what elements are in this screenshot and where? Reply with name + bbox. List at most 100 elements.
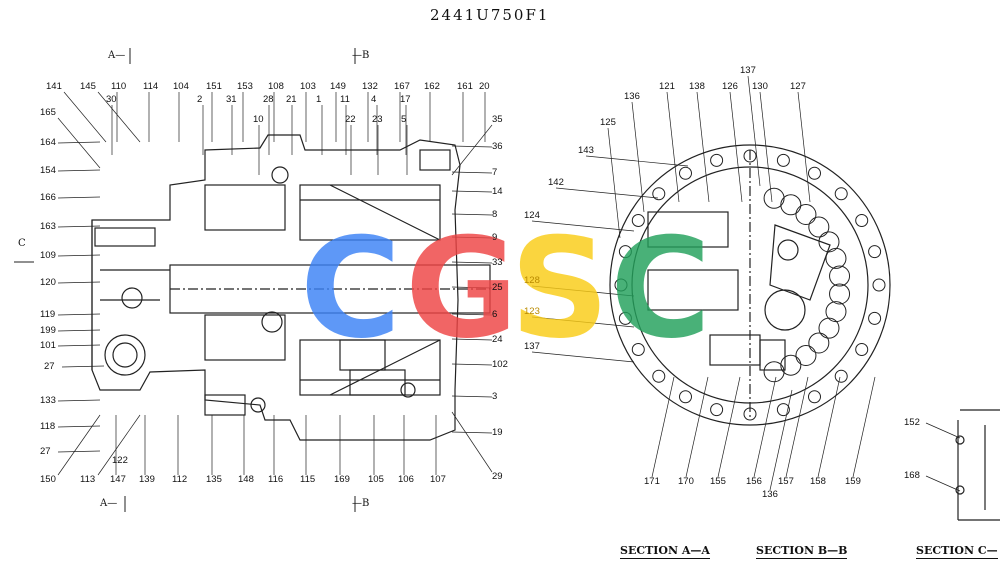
leader-line <box>797 91 811 203</box>
bolt-hole <box>868 311 882 325</box>
leader-line <box>57 281 101 284</box>
section-label: SECTION A—A <box>620 544 710 559</box>
leader-line <box>817 376 841 478</box>
part-number-label: 106 <box>398 474 414 485</box>
leader-line <box>57 169 101 172</box>
leader-line <box>925 422 961 439</box>
part-number-label: 35 <box>492 114 503 125</box>
part-number-label: 130 <box>752 81 768 92</box>
leader-line <box>57 450 101 453</box>
part-number-label: 115 <box>300 474 316 485</box>
leader-line <box>451 431 493 434</box>
bolt-hole <box>679 166 692 180</box>
bolt-hole <box>710 153 724 167</box>
bolt-hole <box>743 407 757 421</box>
leader-line <box>753 376 777 478</box>
leader-line <box>451 395 493 398</box>
part-number-label: 10 <box>253 114 264 125</box>
part-number-label: 110 <box>111 81 127 92</box>
part-number-label: 31 <box>226 94 237 105</box>
part-number-label: 102 <box>492 359 508 370</box>
cut-marker: —B <box>352 498 370 509</box>
part-number-label: 138 <box>689 81 705 92</box>
leader-line <box>651 376 675 478</box>
part-number-label: 145 <box>80 81 96 92</box>
part-number-label: 11 <box>340 94 350 105</box>
part-number-label: 3 <box>492 391 498 402</box>
leader-line <box>451 145 493 148</box>
part-number-label: 14 <box>492 186 503 197</box>
bolt-hole <box>776 153 790 167</box>
part-number-label: 137 <box>524 341 540 352</box>
watermark-letter: S <box>510 208 610 369</box>
part-number-label: 136 <box>762 489 778 500</box>
watermark-letter: C <box>300 208 402 369</box>
leader-line <box>97 414 141 476</box>
leader-line <box>531 351 635 363</box>
part-number-label: 7 <box>492 167 498 178</box>
part-number-label: 22 <box>345 114 356 125</box>
roller <box>763 187 785 209</box>
bolt-hole <box>618 311 632 325</box>
part-number-label: 109 <box>40 250 56 261</box>
leader-line <box>747 75 761 187</box>
part-number-label: 119 <box>40 309 56 320</box>
bolt-hole <box>834 369 848 383</box>
leader-line <box>451 124 493 176</box>
leader-line <box>57 196 101 199</box>
bolt-hole <box>868 245 882 259</box>
part-number-label: 19 <box>492 427 503 438</box>
part-number-label: 123 <box>524 306 540 317</box>
roller <box>818 317 840 339</box>
bolt-hole <box>679 390 692 404</box>
leader-line <box>451 338 493 341</box>
part-number-label: 108 <box>268 81 284 92</box>
roller <box>808 216 830 238</box>
part-number-label: 150 <box>40 474 56 485</box>
leader-line <box>451 190 493 193</box>
part-number-label: 170 <box>678 476 694 487</box>
leader-line <box>63 91 107 143</box>
part-number-label: 118 <box>40 421 56 432</box>
part-number-label: 153 <box>237 81 253 92</box>
part-number-label: 162 <box>424 81 440 92</box>
leader-line <box>97 91 141 143</box>
bolt-hole <box>776 403 790 417</box>
part-number-label: 166 <box>40 192 56 203</box>
leader-line <box>61 365 105 368</box>
leader-line <box>57 329 101 332</box>
part-number-label: 104 <box>173 81 189 92</box>
roller <box>829 265 851 287</box>
part-number-label: 27 <box>40 446 51 457</box>
part-number-label: 149 <box>330 81 346 92</box>
part-number-label: 168 <box>904 470 920 481</box>
bolt-hole <box>652 369 666 383</box>
part-number-label: 122 <box>112 455 128 466</box>
leader-line <box>451 213 493 216</box>
part-number-label: 120 <box>40 277 56 288</box>
roller <box>795 204 817 226</box>
leader-line <box>717 376 741 478</box>
part-number-label: 132 <box>362 81 378 92</box>
leader-line <box>57 425 101 428</box>
leader-line <box>451 411 493 473</box>
part-number-label: 5 <box>401 114 407 125</box>
bolt-hole <box>855 343 869 356</box>
part-number-label: 24 <box>492 334 503 345</box>
leader-line <box>451 171 493 174</box>
leader-line <box>451 286 493 289</box>
part-number-label: 20 <box>479 81 490 92</box>
part-number-label: 147 <box>110 474 126 485</box>
part-number-label: 116 <box>268 474 284 485</box>
part-number-label: 167 <box>394 81 410 92</box>
part-number-label: 169 <box>334 474 350 485</box>
roller <box>780 354 802 376</box>
part-number-label: 33 <box>492 257 503 268</box>
part-number-label: 29 <box>492 471 503 482</box>
leader-line <box>666 91 680 203</box>
leader-line <box>852 376 876 478</box>
part-number-label: 128 <box>524 275 540 286</box>
part-number-label: 137 <box>740 65 756 76</box>
part-number-label: 156 <box>746 476 762 487</box>
